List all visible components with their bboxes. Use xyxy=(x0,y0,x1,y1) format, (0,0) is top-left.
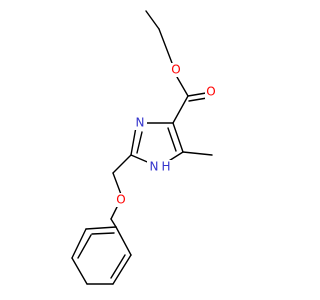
bond-carbonyl-double-1 xyxy=(187,92,207,97)
bond-o-ether-carbonyl-c xyxy=(176,76,189,97)
atom-ring-n3: N xyxy=(134,116,147,130)
label-o: O xyxy=(116,193,125,207)
bond-benzene-4-5 xyxy=(71,257,88,285)
bond-benzene-2-3 xyxy=(112,254,132,285)
bond-carbonyl-double-2 xyxy=(188,97,208,102)
bond-c2-ch2 xyxy=(112,154,132,174)
label-o: O xyxy=(171,63,180,77)
atom-ring-n1h: N H xyxy=(147,160,174,174)
bond-benzyl-ch2-ring xyxy=(110,218,117,228)
atom-ester-ether-o: O xyxy=(170,63,183,77)
bond-benzene-inner-1 xyxy=(110,254,126,279)
bond-benzene-6-1 xyxy=(85,226,117,230)
bond-carbonyl-c-ring-c4 xyxy=(172,95,189,124)
bond-benzene-5-6 xyxy=(71,228,87,259)
label-n: N xyxy=(150,160,159,174)
bond-n3-c2-outer xyxy=(130,126,137,156)
bond-n3-c2-inner xyxy=(136,131,143,154)
bond-benzene-inner-3 xyxy=(91,232,115,235)
bond-benzene-inner-2 xyxy=(77,234,92,259)
molecule-structure: O O N N H O xyxy=(71,10,218,285)
bond-c5-methyl xyxy=(182,151,213,156)
bond-c4-c5-double-inner xyxy=(167,127,177,152)
bond-ch3-ch2 xyxy=(145,10,160,30)
label-h: H xyxy=(161,160,170,174)
bond-c4-c5-double-outer xyxy=(172,122,184,153)
label-o: O xyxy=(206,85,215,99)
label-n: N xyxy=(136,116,145,130)
atom-ester-carbonyl-o: O xyxy=(205,85,218,99)
bond-benzene-1-2 xyxy=(115,226,132,256)
bond-ch2-o-ether xyxy=(158,28,173,64)
atom-benzyl-ether-o: O xyxy=(115,193,128,207)
